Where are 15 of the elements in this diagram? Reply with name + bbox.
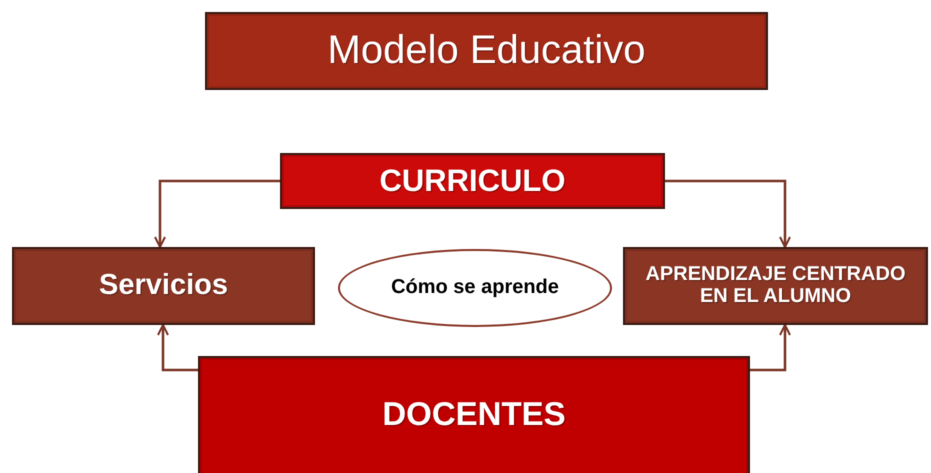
process-box (280, 153, 665, 209)
node-label: CURRICULO (378, 164, 566, 198)
process-box (623, 247, 928, 325)
process-box (12, 247, 315, 325)
arrow (750, 324, 791, 372)
node-label: DOCENTES (381, 396, 567, 432)
node-label: Modelo Educativo (326, 29, 646, 73)
node-label: Cómo se aprende (390, 277, 560, 299)
title-box (205, 12, 768, 90)
process-box (198, 356, 750, 473)
arrow (154, 180, 280, 248)
node-label: APRENDIZAJE CENTRADO EN EL ALUMNO (644, 264, 907, 308)
arrow (157, 324, 198, 372)
node-label: Servicios (98, 270, 229, 302)
arrow (665, 180, 791, 248)
